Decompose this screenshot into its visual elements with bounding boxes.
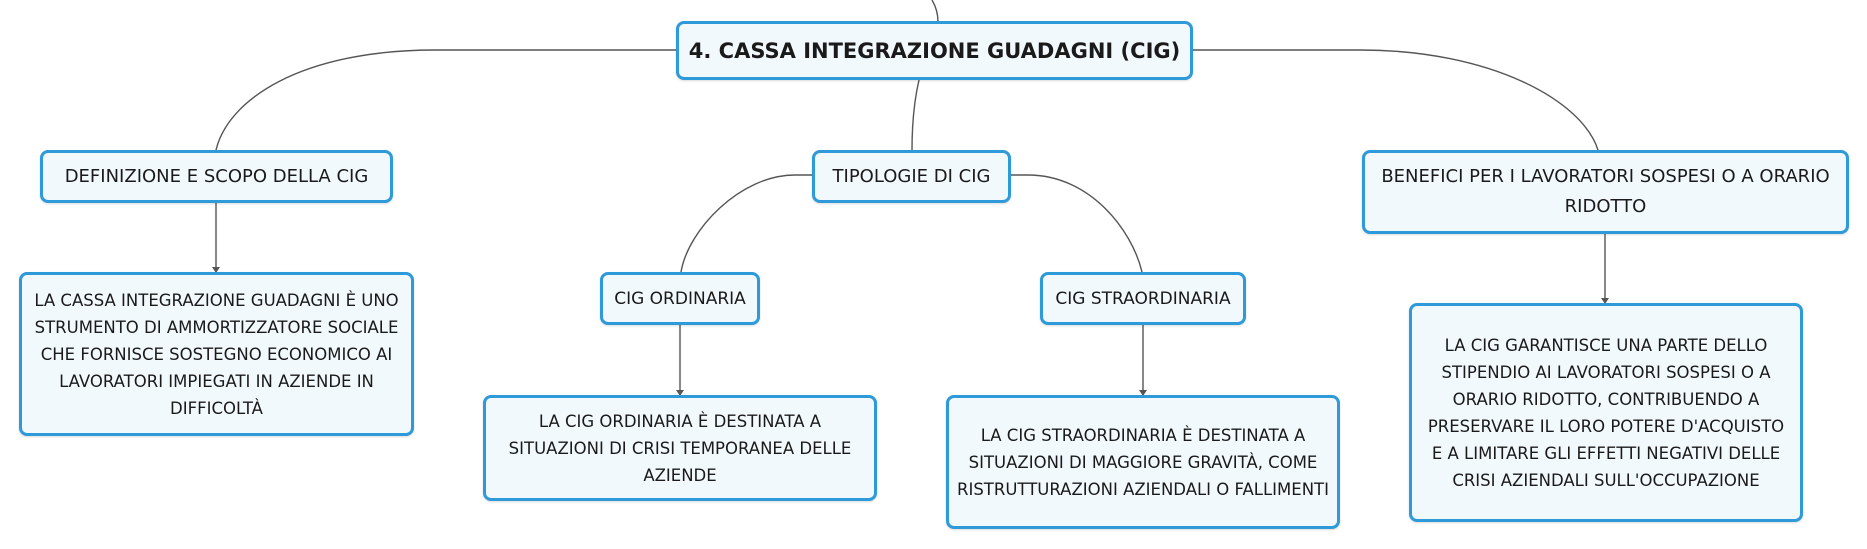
ordinaria-text-node[interactable]: LA CIG ORDINARIA È DESTINATA A SITUAZION…	[483, 395, 877, 501]
arrowhead-definizione	[212, 267, 220, 273]
link-root-benefici	[1193, 49, 1599, 151]
arrowhead-benefici	[1601, 298, 1609, 304]
root-topic-node[interactable]: 4. CASSA INTEGRAZIONE GUADAGNI (CIG)	[676, 21, 1193, 80]
definizione-label: DEFINIZIONE E SCOPO DELLA CIG	[64, 165, 369, 187]
benefici-node[interactable]: BENEFICI PER I LAVORATORI SOSPESI O A OR…	[1362, 150, 1849, 234]
benefici-text-node[interactable]: LA CIG GARANTISCE UNA PARTE DELLO STIPEN…	[1409, 303, 1803, 522]
definizione-text: LA CASSA INTEGRAZIONE GUADAGNI È UNO STR…	[34, 290, 399, 418]
arrowhead-straordinaria	[1139, 390, 1147, 396]
straordinaria-text: LA CIG STRAORDINARIA È DESTINATA A SITUA…	[957, 425, 1329, 499]
benefici-label: BENEFICI PER I LAVORATORI SOSPESI O A OR…	[1381, 166, 1830, 217]
arrowhead-ordinaria	[676, 390, 684, 396]
root-topic-label: 4. CASSA INTEGRAZIONE GUADAGNI (CIG)	[688, 38, 1181, 63]
ordinaria-text: LA CIG ORDINARIA È DESTINATA A SITUAZION…	[508, 411, 852, 485]
definizione-node[interactable]: DEFINIZIONE E SCOPO DELLA CIG	[40, 150, 393, 203]
benefici-text: LA CIG GARANTISCE UNA PARTE DELLO STIPEN…	[1427, 335, 1785, 490]
link-root-tipologie	[911, 79, 920, 151]
link-parent-root	[931, 0, 939, 23]
definizione-text-node[interactable]: LA CASSA INTEGRAZIONE GUADAGNI È UNO STR…	[19, 272, 414, 436]
straordinaria-text-node[interactable]: LA CIG STRAORDINARIA È DESTINATA A SITUA…	[946, 395, 1340, 529]
tipologie-label: TIPOLOGIE DI CIG	[832, 165, 991, 187]
straordinaria-node[interactable]: CIG STRAORDINARIA	[1040, 272, 1246, 325]
link-tipologie-ordinaria	[680, 174, 812, 273]
straordinaria-label: CIG STRAORDINARIA	[1055, 288, 1231, 309]
tipologie-node[interactable]: TIPOLOGIE DI CIG	[812, 150, 1011, 203]
link-tipologie-straordinaria	[1011, 174, 1143, 273]
ordinaria-node[interactable]: CIG ORDINARIA	[600, 272, 760, 325]
ordinaria-label: CIG ORDINARIA	[614, 288, 746, 309]
link-root-definizione	[215, 49, 676, 151]
